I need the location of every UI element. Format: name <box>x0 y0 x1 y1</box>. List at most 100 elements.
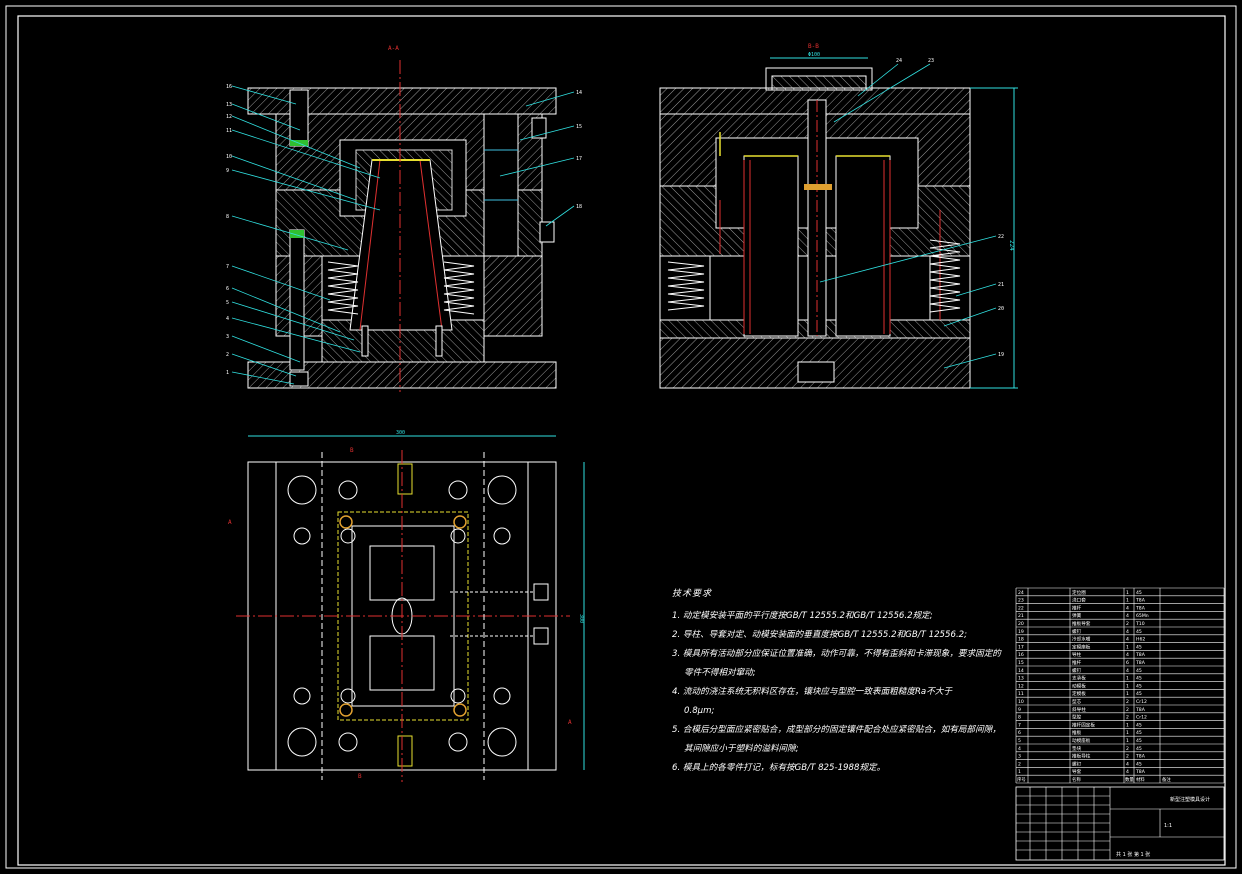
section-b-b: Φ100 224 B-B 24 23 22 21 20 19 <box>659 43 1018 389</box>
svg-text:300: 300 <box>396 430 405 436</box>
bom-row-name: 斜导柱 <box>1072 706 1086 713</box>
bom-row-no: 17 <box>1018 644 1024 650</box>
right-spring <box>443 261 475 315</box>
bom-row-material: T8A <box>1135 598 1146 604</box>
bom-header-cell: 材料 <box>1136 776 1145 783</box>
bom-row-no: 20 <box>1018 621 1024 627</box>
svg-text:B: B <box>350 447 354 454</box>
svg-text:19: 19 <box>998 352 1004 358</box>
bom-row-no: 12 <box>1018 683 1024 689</box>
svg-text:300: 300 <box>578 614 584 623</box>
bom-row-material: Cr12 <box>1136 699 1147 705</box>
svg-text:11: 11 <box>226 128 232 134</box>
plan-view: 300 300 B B A A <box>228 430 585 782</box>
bom-row-material: 45 <box>1136 761 1142 767</box>
tech-title: 技术要求 <box>672 589 713 599</box>
bom-row-qty: 6 <box>1126 660 1129 666</box>
bom-row-no: 10 <box>1018 699 1024 705</box>
water-nozzle-2 <box>539 221 555 243</box>
svg-text:17: 17 <box>576 156 582 162</box>
bom-row-material: 45 <box>1136 668 1142 674</box>
bom-row-qty: 2 <box>1126 746 1129 752</box>
svg-text:B: B <box>358 773 362 780</box>
bom-row-material: 45 <box>1136 730 1142 736</box>
svg-text:10: 10 <box>226 154 232 160</box>
bom-row-name: 推板导柱 <box>1072 753 1091 760</box>
section-label-right: B-B <box>808 43 819 50</box>
right-spacer <box>483 255 543 337</box>
bom-header-cell: 序号 <box>1017 776 1026 783</box>
bom-row-material: 45 <box>1136 691 1142 697</box>
bom-row-material: T10 <box>1135 621 1145 627</box>
req-5: 5. 合模后分型面应紧密贴合，成型部分的固定镶件配合处应紧密贴合，如有局部间隙， <box>672 725 1001 735</box>
bom-row-no: 7 <box>1018 722 1021 728</box>
bom-row-name: 定模座板 <box>1072 643 1091 650</box>
bom-row-name: 型腔 <box>1072 714 1082 721</box>
bom-row-qty: 4 <box>1126 637 1129 643</box>
bom-header-cell: 备注 <box>1162 776 1171 783</box>
bom-row-name: 推板导套 <box>1072 620 1091 627</box>
bom-row-no: 13 <box>1018 676 1024 682</box>
sheet-border-inner <box>17 15 1226 866</box>
bom-row-material: 45 <box>1136 644 1142 650</box>
req-2: 2. 导柱、导套对定、动模安装面的垂直度按GB/T 12555.2和GB/T 1… <box>672 630 968 640</box>
bom-row-no: 9 <box>1018 707 1021 713</box>
right-spacer-b <box>929 255 971 321</box>
bom-row-name: 推杆 <box>1072 604 1082 611</box>
sheet-border-outer <box>5 5 1237 869</box>
svg-text:20: 20 <box>998 306 1004 312</box>
bom-row-qty: 1 <box>1126 730 1129 736</box>
bom-row-name: 冷却水嘴 <box>1072 636 1091 643</box>
bom-row-no: 3 <box>1018 754 1021 760</box>
bom-row-name: 推杆固定板 <box>1072 721 1095 728</box>
svg-text:5: 5 <box>226 300 229 306</box>
bom-row-no: 5 <box>1018 738 1021 744</box>
bom-row-name: 动模板 <box>1072 682 1086 689</box>
bom-row-name: 螺钉 <box>1072 628 1082 635</box>
bom-row-material: 45 <box>1136 683 1142 689</box>
bom-row-name: 弹簧 <box>1072 612 1082 619</box>
bom-row-name: 垫块 <box>1072 745 1082 752</box>
bom-row-qty: 1 <box>1126 738 1129 744</box>
svg-text:8: 8 <box>226 214 229 220</box>
bom-row-qty: 2 <box>1126 754 1129 760</box>
svg-text:2: 2 <box>226 352 229 358</box>
bom-row-qty: 4 <box>1126 769 1129 775</box>
bom-row-material: T8A <box>1135 660 1146 666</box>
svg-text:13: 13 <box>226 102 232 108</box>
req-1: 1. 动定模安装平面的平行度按GB/T 12555.2和GB/T 12556.2… <box>672 611 933 621</box>
bom-row-no: 18 <box>1018 637 1024 643</box>
bom-row-qty: 1 <box>1126 691 1129 697</box>
bom-row-qty: 1 <box>1126 644 1129 650</box>
svg-text:1: 1 <box>226 370 229 376</box>
bom-row-qty: 4 <box>1126 652 1129 658</box>
bom-header-cell: 名称 <box>1072 776 1081 783</box>
svg-text:23: 23 <box>928 58 934 64</box>
svg-text:21: 21 <box>998 282 1004 288</box>
bom-row-qty: 4 <box>1126 668 1129 674</box>
bom-row-name: 导套 <box>1072 768 1082 775</box>
bom-row-material: T8A <box>1135 769 1146 775</box>
bom-row-no: 22 <box>1018 605 1024 611</box>
bom-row-name: 推杆 <box>1072 659 1082 666</box>
svg-text:16: 16 <box>226 84 232 90</box>
drawing-title: 新型注塑模具设计 <box>1170 796 1210 803</box>
req-3: 3. 模具所有活动部分应保证位置准确，动作可靠，不得有歪斜和卡滞现象，要求固定的 <box>672 649 1001 659</box>
bom-header-cell: 数量 <box>1125 776 1134 783</box>
bom-row-no: 19 <box>1018 629 1024 635</box>
bom-row-qty: 4 <box>1126 613 1129 619</box>
bom-row-no: 16 <box>1018 652 1024 658</box>
bom-row-material: 45 <box>1136 746 1142 752</box>
bom-row-no: 21 <box>1018 613 1024 619</box>
bom-row-no: 6 <box>1018 730 1021 736</box>
req-6: 6. 模具上的各零件打记，标有按GB/T 825-1988规定。 <box>672 763 886 773</box>
bom-row-material: 45 <box>1136 629 1142 635</box>
bom-row-qty: 2 <box>1126 699 1129 705</box>
water-nozzle-1 <box>531 117 547 139</box>
guide-pin-left <box>289 229 305 371</box>
bom-row-material: 45 <box>1136 722 1142 728</box>
bom-row-material: 45 <box>1136 738 1142 744</box>
drawing-scale: 1:1 <box>1164 823 1172 829</box>
